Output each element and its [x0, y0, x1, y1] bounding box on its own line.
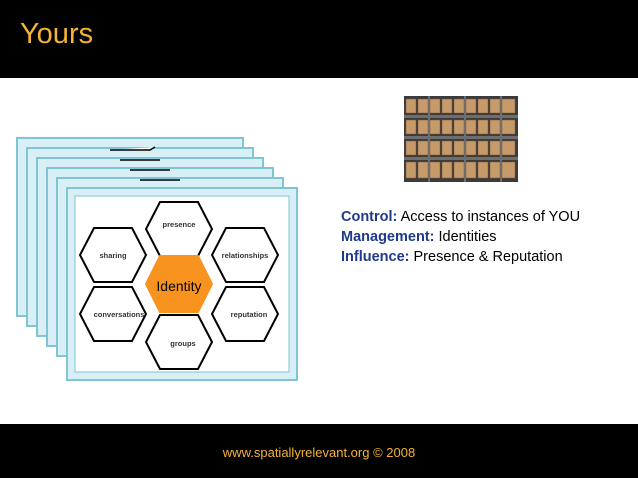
footer-text: www.spatiallyrelevant.org © 2008 [222, 445, 416, 460]
point-influence: Influence: Presence & Reputation [341, 247, 580, 267]
petal-label: reputation [231, 310, 268, 319]
point-text: Access to instances of YOU [400, 209, 581, 225]
point-text: Presence & Reputation [413, 249, 563, 265]
hex-sharing: sharing [78, 227, 148, 283]
point-text: Identities [438, 229, 497, 245]
footer-bar [0, 424, 638, 478]
title-bar [0, 0, 638, 78]
petal-label: sharing [99, 251, 127, 260]
point-control: Control: Access to instances of YOU [341, 207, 580, 227]
filing-shelves-photo [404, 96, 518, 182]
point-label: Management: [341, 229, 435, 245]
petal-label: groups [170, 339, 195, 348]
petal-label: conversations [94, 310, 145, 319]
point-management: Management: Identities [341, 227, 580, 247]
petal-label: presence [163, 220, 196, 229]
point-label: Influence: [341, 249, 410, 265]
slide-title: Yours [20, 18, 94, 50]
points-list: Control: Access to instances of YOU Mana… [341, 207, 580, 267]
hex-presence: presence [144, 201, 214, 257]
hex-identity-center: Identity [144, 255, 214, 313]
hex-groups: groups [144, 314, 214, 370]
identity-diagram: presence sharing relationships Identity … [16, 137, 298, 381]
hex-relationships: relationships [210, 227, 280, 283]
petal-label: relationships [222, 251, 269, 260]
point-label: Control: [341, 209, 398, 225]
hex-conversations: conversations [78, 286, 148, 342]
center-label: Identity [156, 278, 201, 294]
hex-reputation: reputation [210, 286, 280, 342]
